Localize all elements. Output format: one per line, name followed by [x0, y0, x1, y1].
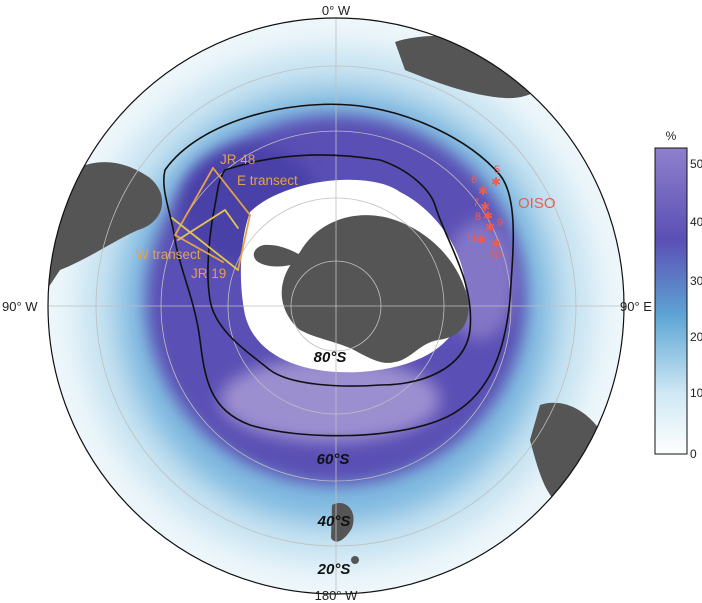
latitude-label: 80°S — [314, 349, 347, 366]
colorbar-gradient — [654, 147, 688, 455]
meridian-label-bottom: 180° W — [315, 588, 359, 603]
meridian-label-left: 90° W — [2, 299, 38, 314]
colorbar-tick: 10 — [690, 386, 702, 400]
station-marker: ✱ — [483, 209, 493, 223]
station-label: 6 — [471, 174, 477, 186]
track-label-e-transect: E transect — [237, 173, 298, 188]
track-jr19 — [177, 208, 239, 241]
colorbar-tick: 30 — [690, 274, 702, 288]
track-label-jr48: JR 48 — [220, 152, 255, 167]
colorbar-tick: 20 — [690, 330, 702, 344]
latitude-label: 20°S — [317, 561, 351, 578]
station-label: 11 — [466, 233, 477, 245]
graticule — [48, 18, 624, 594]
station-label: 8 — [475, 211, 481, 223]
latitude-label: 60°S — [317, 451, 350, 468]
meridian-label-right: 90° E — [620, 299, 652, 314]
station-label: 7 — [473, 197, 479, 209]
station-marker: ✱ — [476, 233, 486, 247]
track-label-w-transect: W transect — [136, 247, 201, 262]
track-w-transect — [171, 217, 239, 271]
colorbar: % 50 40 30 20 10 0 — [654, 129, 702, 461]
track-jr48 — [173, 167, 224, 263]
colorbar-tick: 50 — [690, 157, 702, 171]
land-west — [48, 162, 163, 300]
front-line-outer — [163, 103, 515, 437]
ocean-field: ✱ ✱ ✱ ✱ ✱ ✱ ✱ — [48, 18, 624, 594]
land-south-islands — [331, 502, 354, 542]
station-marker: ✱ — [485, 220, 495, 234]
colorbar-unit: % — [666, 129, 677, 143]
station-marker: ✱ — [478, 184, 488, 198]
colorbar-tick: 40 — [690, 215, 702, 229]
meridian-label-top: 0° W — [322, 3, 351, 18]
station-marker: ✱ — [480, 200, 490, 214]
station-label: 9 — [497, 217, 503, 229]
track-label-jr19: JR 19 — [191, 266, 226, 281]
station-marker: ✱ — [491, 175, 501, 189]
station-label: 5 — [494, 164, 500, 176]
front-line-inner — [207, 154, 472, 387]
land-peninsula — [253, 244, 300, 267]
track-e-transect — [212, 167, 251, 271]
latitude-label: 40°S — [317, 513, 351, 530]
map-boundary — [47, 17, 625, 595]
ship-tracks — [171, 167, 251, 271]
oiso-station-markers: ✱ ✱ ✱ ✱ ✱ ✱ ✱ — [476, 175, 501, 251]
oiso-label: OISO — [518, 195, 556, 212]
station-marker: ✱ — [491, 237, 501, 251]
colorbar-tick: 0 — [690, 447, 697, 461]
station-label: 10 — [489, 249, 501, 261]
land-continent — [281, 215, 469, 363]
